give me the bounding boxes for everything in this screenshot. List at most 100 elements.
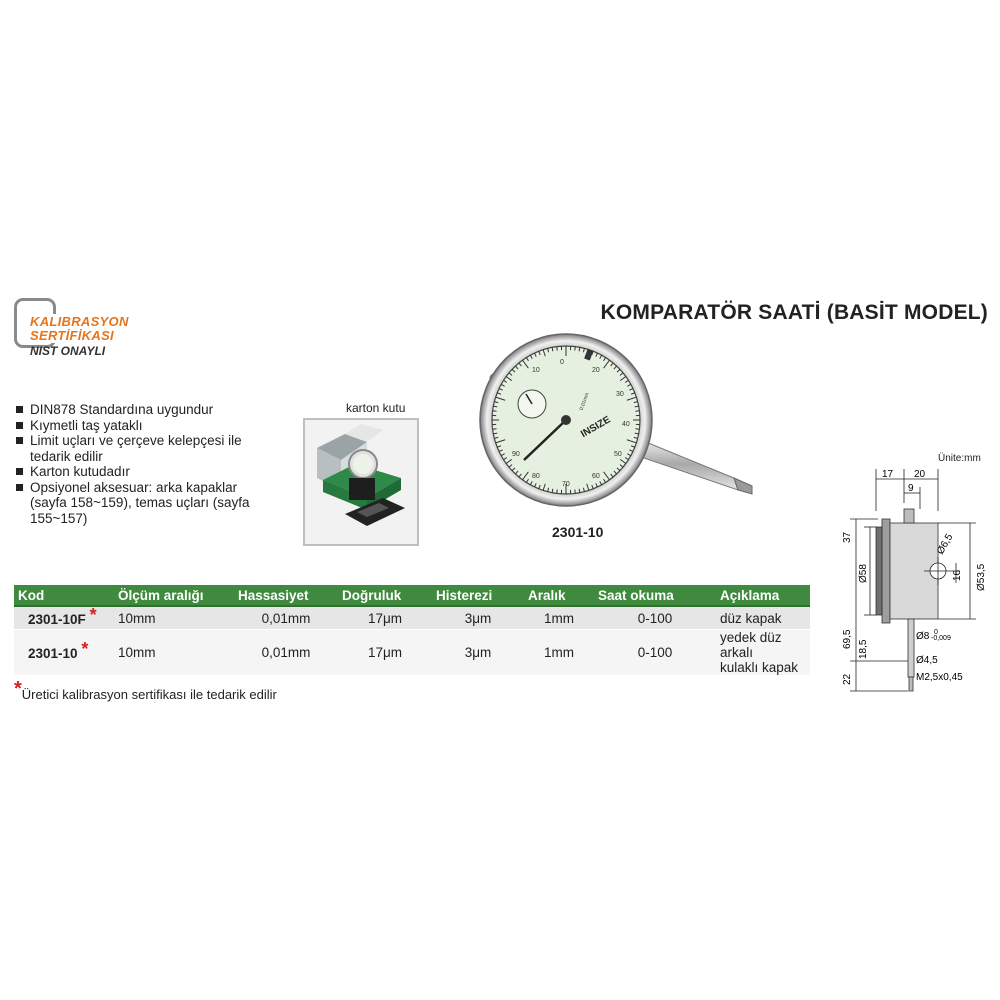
- dial-tick: [503, 457, 508, 461]
- dim-label: 37: [842, 531, 853, 543]
- dial-tick: [619, 464, 624, 468]
- dial-tick: [498, 388, 503, 391]
- column-header: Aralık: [524, 585, 594, 607]
- column-header: Doğruluk: [338, 585, 432, 607]
- dial-number: 80: [532, 473, 540, 480]
- dial-tick: [542, 349, 546, 357]
- dim-label: Ø8: [916, 631, 930, 642]
- dim-tolerance-label: 0: [934, 629, 938, 636]
- dial-tick: [498, 449, 503, 452]
- dial-tick: [616, 467, 621, 472]
- bullet-icon: [16, 421, 23, 429]
- dial-tick: [574, 489, 576, 494]
- column-header: Saat okuma: [594, 585, 716, 607]
- dial-tick: [547, 487, 550, 492]
- dim-label: 16: [952, 569, 963, 581]
- dial-tick: [518, 362, 522, 367]
- dial-tick: [529, 481, 533, 486]
- dial-tick: [619, 376, 627, 382]
- dial-tick: [525, 478, 529, 483]
- dim-label: Ø53,5: [976, 563, 987, 591]
- code-cell: 2301-10F *: [14, 604, 114, 630]
- dimension-drawing: 17 20 9 37 Ø58 Ø6,5 16 Ø53,5 69,5 18,5 Ø…: [820, 463, 998, 713]
- page-title: KOMPARATÖR SAATİ (BASİT MODEL): [600, 301, 988, 324]
- accuracy-cell: 17μm: [338, 606, 432, 630]
- range-cell: 10mm: [114, 606, 234, 630]
- dial-tick: [630, 445, 635, 448]
- dial-tick: [494, 436, 499, 439]
- dial-tick: [633, 436, 638, 439]
- table-row: 2301-10F * 10mm 0,01mm 17μm 3μm 1mm 0-10…: [14, 604, 810, 630]
- dial-tick: [633, 401, 638, 404]
- dial-tick: [497, 392, 502, 395]
- dial-tick: [582, 348, 585, 353]
- unit-label: Ünite:mm: [938, 453, 981, 464]
- certificate-star-icon: *: [89, 604, 97, 625]
- hysteresis-cell: 3μm: [432, 606, 524, 630]
- dial-resolution-text: 0.01mm: [579, 392, 591, 411]
- code-cell: 2301-10 *: [14, 629, 114, 675]
- dial-tick: [613, 470, 618, 475]
- dial-tick: [538, 351, 541, 356]
- dial-tick: [586, 483, 590, 491]
- dial-tick: [497, 445, 502, 448]
- column-header: Hassasiyet: [234, 585, 338, 607]
- feature-item: Karton kutudadır: [16, 464, 266, 480]
- badge-line-2: SERTİFİKASI: [28, 328, 116, 343]
- dial-tick: [627, 383, 632, 387]
- dial-tick: [627, 453, 632, 457]
- dial-tick: [599, 481, 603, 486]
- certificate-star-icon: *: [81, 639, 89, 659]
- dim-label: 9: [908, 483, 914, 494]
- dial-tick: [511, 368, 516, 373]
- column-header: Histerezi: [432, 585, 524, 607]
- dial-tick: [508, 372, 513, 376]
- dial-tick: [525, 357, 529, 362]
- dim-label: 22: [842, 673, 853, 685]
- dial-tick: [522, 471, 529, 481]
- dial-tick: [603, 357, 607, 362]
- dial-tick: [582, 487, 585, 492]
- dim-label: 69,5: [842, 629, 853, 649]
- dial-tick: [495, 396, 506, 401]
- dial-tick: [595, 352, 598, 357]
- dial-tick: [574, 346, 576, 351]
- dial-number: 30: [616, 391, 624, 398]
- dial-tick: [629, 388, 634, 391]
- dim-label: 18,5: [858, 639, 869, 659]
- footnote: *Üretici kalibrasyon sertifikası ile ted…: [14, 678, 277, 705]
- dial-tick: [505, 458, 513, 464]
- reading-cell: 0-100: [594, 606, 716, 630]
- dim-label: Ø58: [858, 564, 869, 583]
- column-header: Açıklama: [716, 585, 810, 607]
- bullet-icon: [16, 483, 23, 491]
- dial-tick: [500, 383, 505, 387]
- dial-tick: [505, 376, 513, 382]
- dial-number: 90: [512, 451, 520, 458]
- dial-tick: [634, 432, 639, 435]
- dim-label: 17: [882, 469, 894, 480]
- bullet-icon: [16, 468, 23, 475]
- interval-cell: 1mm: [524, 606, 594, 630]
- dial-tick: [508, 464, 513, 468]
- badge-line-3: NIST ONAYLI: [30, 344, 106, 358]
- dial-tick: [613, 365, 618, 370]
- dial-tick: [616, 368, 621, 373]
- table-header-row: Kod Ölçüm aralığı Hassasiyet Doğruluk Hi…: [14, 585, 810, 607]
- dial-tick: [538, 484, 541, 489]
- dial-tick: [635, 410, 640, 412]
- specification-table: Kod Ölçüm aralığı Hassasiyet Doğruluk Hi…: [14, 585, 810, 675]
- feature-item: Limit uçları ve çerçeve kelepçesi ile te…: [16, 433, 266, 464]
- column-header: Ölçüm aralığı: [114, 585, 234, 607]
- dial-tick: [514, 365, 519, 370]
- dial-tick: [529, 354, 533, 359]
- dial-number: 70: [562, 481, 570, 488]
- dial-tick: [595, 483, 598, 488]
- dial-tick: [626, 439, 637, 444]
- dial-tick: [556, 346, 558, 351]
- accuracy-cell: 17μm: [338, 629, 432, 675]
- dial-number: 10: [532, 367, 540, 374]
- dial-tick: [556, 489, 558, 494]
- dial-number: 20: [592, 367, 600, 374]
